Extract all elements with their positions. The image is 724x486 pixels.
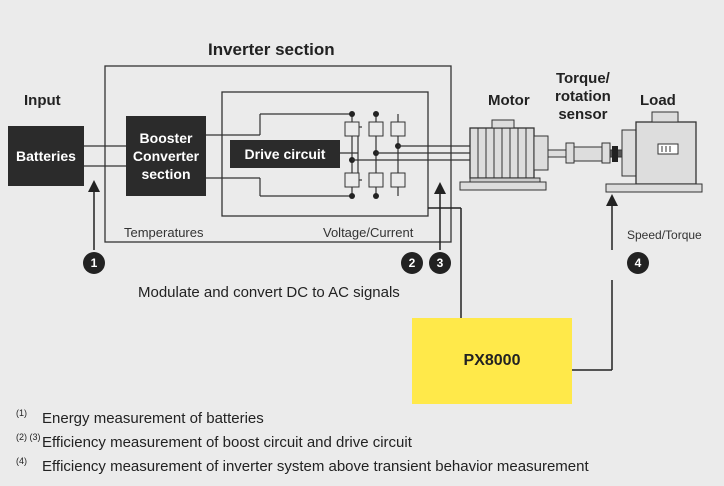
- load-drawing: [605, 111, 703, 193]
- transistor: [390, 121, 406, 137]
- transistor: [368, 172, 384, 188]
- note-1: (1) Energy measurement of batteries: [16, 408, 264, 427]
- note-text: Efficiency measurement of inverter syste…: [42, 458, 589, 475]
- booster-converter-block: Booster Converter section: [126, 116, 206, 196]
- badge-1: 1: [83, 252, 105, 274]
- note-text: Energy measurement of batteries: [42, 410, 264, 427]
- badge-4: 4: [627, 252, 649, 274]
- torque-sensor-label: Torque/ rotation sensor: [555, 70, 611, 123]
- batteries-block: Batteries: [8, 126, 84, 186]
- modulate-label: Modulate and convert DC to AC signals: [138, 284, 400, 301]
- transistor: [390, 172, 406, 188]
- note-marker: (1): [16, 408, 27, 418]
- transistor: [344, 172, 360, 188]
- drive-circuit-block: Drive circuit: [230, 140, 340, 168]
- motor-label: Motor: [488, 92, 530, 109]
- arrow-head-4: [606, 194, 618, 206]
- temperatures-label: Temperatures: [124, 225, 204, 240]
- arrow-head-1: [88, 180, 100, 192]
- load-label: Load: [640, 92, 676, 109]
- badge-2: 2: [401, 252, 423, 274]
- input-label: Input: [24, 92, 61, 109]
- voltage-current-label: Voltage/Current: [323, 225, 414, 240]
- motor-drawing: [459, 119, 549, 191]
- drive-inner-box: [221, 91, 429, 217]
- badge-3: 3: [429, 252, 451, 274]
- junction-dot: [349, 111, 355, 117]
- transistor: [344, 121, 360, 137]
- arrow-head-3: [434, 182, 446, 194]
- inverter-section-title: Inverter section: [208, 40, 335, 59]
- note-marker: (2) (3): [16, 432, 41, 442]
- torque-sensor-drawing: [547, 142, 623, 164]
- note-text: Efficiency measurement of boost circuit …: [42, 434, 412, 451]
- speed-torque-label: Speed/Torque: [627, 228, 702, 242]
- note-3: (4) Efficiency measurement of inverter sy…: [16, 456, 589, 475]
- junction-dot: [373, 111, 379, 117]
- note-marker: (4): [16, 456, 27, 466]
- junction-dot: [373, 193, 379, 199]
- junction-dot: [349, 193, 355, 199]
- note-2: (2) (3)Efficiency measurement of boost c…: [16, 432, 412, 451]
- transistor: [368, 121, 384, 137]
- px8000-block: PX8000: [412, 318, 572, 404]
- inverter-section-box: [104, 65, 452, 243]
